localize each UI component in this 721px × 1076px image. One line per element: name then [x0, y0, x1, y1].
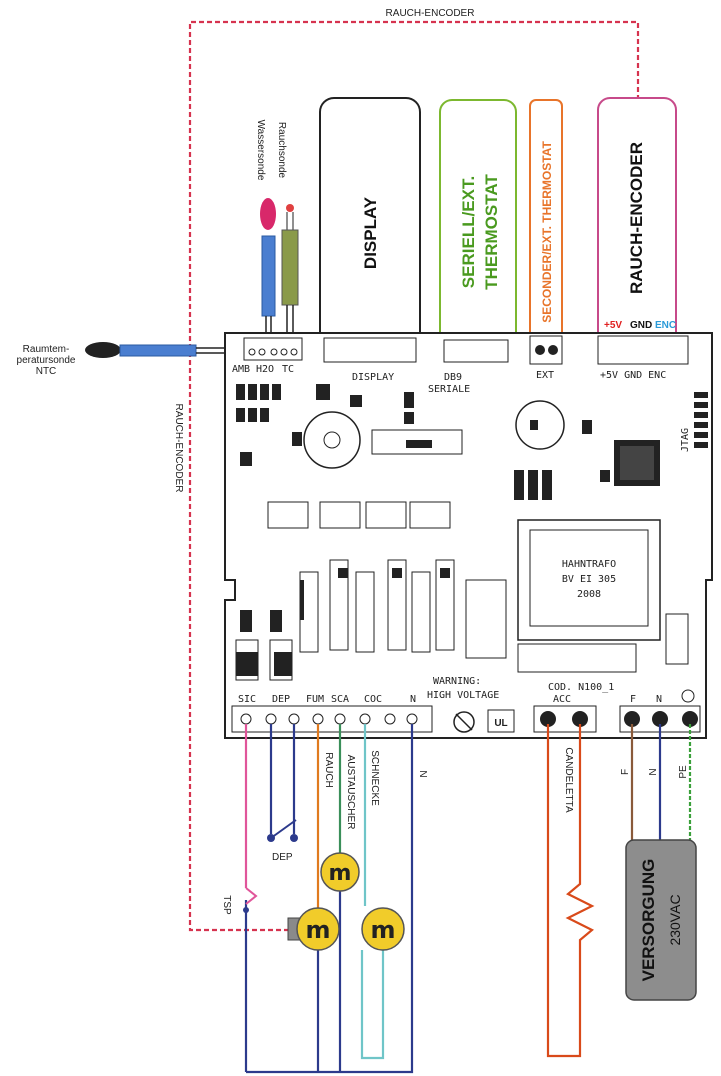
warning-line2: HIGH VOLTAGE [427, 690, 499, 701]
term-sic: SIC [238, 694, 256, 705]
warning-line1: WARNING: [433, 676, 481, 687]
dep-label: DEP [272, 852, 293, 863]
ext-thermostat-label: SECONDER/EXT. THERMOSTAT [540, 141, 554, 323]
left-link-label: RAUCH-ENCODER [173, 404, 184, 493]
dep-switch [267, 819, 298, 842]
term-coc: COC [364, 694, 382, 705]
smoke-probe [281, 204, 299, 343]
transformer-line1: HAHNTRAFO [562, 559, 616, 570]
pin-5v-label: +5V [604, 320, 622, 331]
schnecke-motor: m [361, 907, 405, 951]
output-wires [244, 724, 692, 1074]
supply-title: VERSORGUNG [639, 859, 658, 982]
water-probe [260, 198, 276, 343]
top-link-label: RAUCH-ENCODER [386, 8, 475, 19]
encoder-module: RAUCH-ENCODER +5V GND ENC [597, 97, 677, 367]
term-acc: ACC [553, 694, 571, 705]
f-wire-label: F [620, 769, 631, 775]
ext-thermostat-module: SECONDER/EXT. THERMOSTAT [529, 99, 563, 369]
pin-enc-label: ENC [655, 320, 676, 331]
transformer-line2: BV EI 305 [562, 574, 616, 585]
term-n: N [410, 694, 416, 705]
serial-module: SERIELL/EXT. THERMOSTAT [439, 99, 517, 369]
display-module: DISPLAY [319, 97, 421, 369]
pe-wire-label: PE [678, 765, 689, 779]
encoder-link [188, 20, 640, 932]
svg-text:m: m [305, 916, 330, 944]
transformer-line3: 2008 [577, 589, 601, 600]
tsp-thermostat [243, 887, 258, 913]
candeletta-label: CANDELETTA [563, 747, 574, 813]
svg-text:m: m [370, 916, 395, 944]
water-probe-label: Wassersonde [255, 120, 266, 181]
enc-row-label: +5V GND ENC [600, 370, 666, 381]
schnecke-wire-label: SCHNECKE [369, 750, 380, 806]
amb-label: AMB [232, 364, 250, 375]
room-probe [85, 342, 248, 358]
neutral-wire-label: N [417, 770, 428, 777]
tc-label: TC [282, 364, 294, 375]
control-board: AMB H2O TC DISPLAY DB9 SERIALE EXT +5V G… [224, 332, 713, 739]
n-wire-label: N [648, 768, 659, 775]
display-conn-label: DISPLAY [352, 372, 394, 383]
rauch-wire-label: RAUCH [323, 752, 334, 788]
seriale-label: SERIALE [428, 384, 470, 395]
term-dep: DEP [272, 694, 290, 705]
term-n2: N [656, 694, 662, 705]
supply-voltage: 230VAC [667, 894, 683, 945]
austauscher-wire-label: AUSTAUSCHER [345, 755, 356, 830]
tsp-label: TSP [221, 895, 232, 915]
display-label: DISPLAY [361, 196, 380, 269]
austauscher-motor: m [320, 852, 360, 892]
pin-gnd-label: GND [630, 320, 652, 331]
code-label: COD. N100_1 [548, 682, 614, 693]
term-sca: SCA [331, 694, 349, 705]
serial-label-line2: THERMOSTAT [482, 174, 501, 290]
serial-label-line1: SERIELL/EXT. [459, 176, 478, 288]
ul-mark: UL [494, 718, 507, 729]
h2o-label: H2O [256, 364, 274, 375]
term-f: F [630, 694, 636, 705]
jtag-label: JTAG [680, 428, 691, 452]
power-supply: VERSORGUNG 230VAC [625, 839, 697, 1001]
term-fum: FUM [306, 694, 324, 705]
smoke-probe-label: Rauchsonde [276, 122, 287, 179]
svg-text:m: m [329, 861, 352, 886]
encoder-label: RAUCH-ENCODER [627, 142, 646, 294]
db9-label: DB9 [444, 372, 462, 383]
ext-label: EXT [536, 370, 554, 381]
rauch-motor: m [287, 907, 340, 951]
